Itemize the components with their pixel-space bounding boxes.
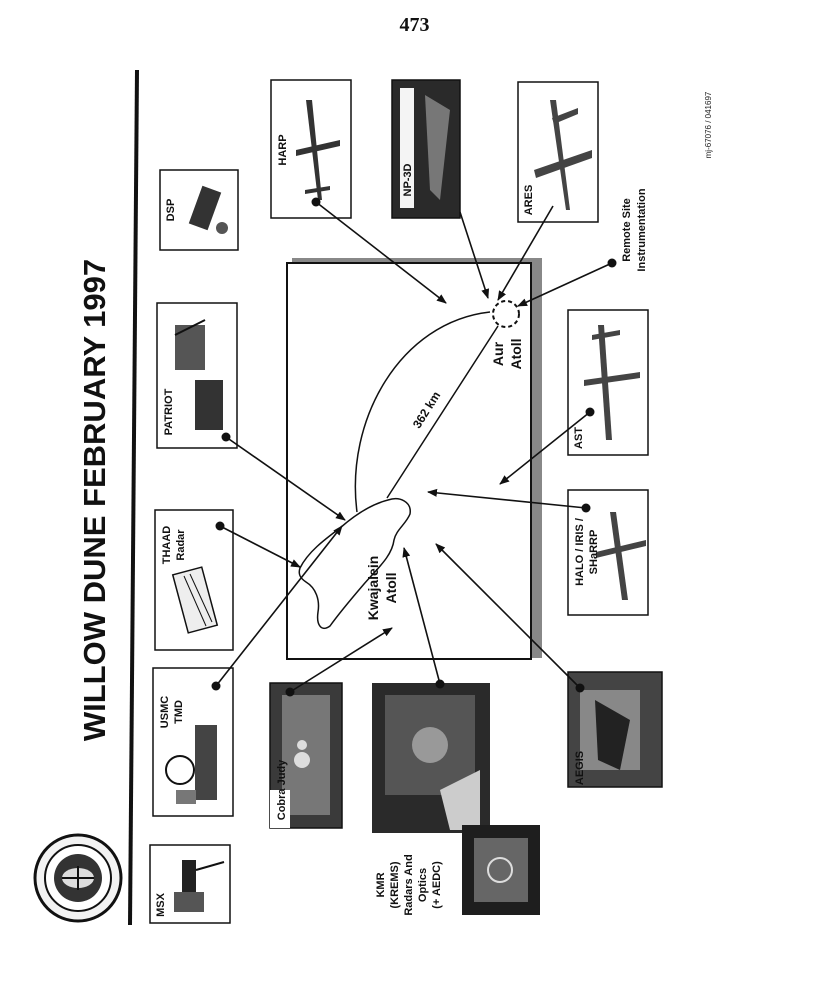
kmr-label-3: Radars And [403, 854, 415, 915]
aur-atoll-marker [492, 300, 520, 328]
arrow-np3d [459, 211, 490, 299]
aircraft-icon [596, 512, 646, 600]
bmdo-seal [33, 833, 123, 923]
arrow-origin-dots [211, 197, 617, 697]
harp-label: HARP [277, 134, 289, 165]
thaad-label: THAAD [161, 526, 173, 565]
arrow-aegis [435, 543, 581, 689]
satellite-icon [174, 860, 225, 912]
arrow-remote-site [517, 262, 613, 307]
arrow-ares [497, 205, 554, 301]
range-line [386, 325, 499, 499]
aegis-box: AEGIS [567, 671, 663, 788]
title-rule [128, 69, 139, 926]
document-code: mj-67076 / 041697 [704, 91, 713, 158]
arrows [215, 201, 613, 693]
kwajalein-label-line2: Atoll [383, 572, 399, 603]
kwajalein-atoll-shape [298, 498, 411, 630]
np3d-label: NP-3D [402, 163, 414, 196]
kmr-photo [372, 683, 490, 833]
arrow-ast [499, 411, 591, 485]
ast-label: AST [573, 427, 585, 449]
harp-box: HARP [270, 79, 352, 219]
dsp-box: DSP [159, 169, 239, 251]
arrow-usmc [215, 525, 343, 687]
usmc-label: USMC [159, 696, 171, 728]
map-box [286, 258, 542, 660]
aur-label-line2: Atoll [508, 338, 524, 369]
usmc-tmd-label: TMD [173, 700, 185, 724]
ground-equipment-icon [165, 725, 217, 804]
aircraft-icon [584, 325, 640, 440]
arrow-patriot [225, 436, 346, 521]
arrow-kmr [402, 547, 441, 685]
ast-box: AST [567, 309, 649, 456]
kmr-label-5: (+ AEDC) [431, 861, 443, 909]
trajectory-arc [354, 311, 491, 513]
aedc-photo [462, 825, 540, 915]
kwajalein-label-line1: Kwajalein [365, 556, 381, 621]
kmr-label-1: KMR [375, 872, 387, 897]
thaad-radar-box: THAAD Radar [154, 509, 234, 651]
msx-box: MSX [149, 844, 231, 924]
arrow-thaad [219, 525, 301, 568]
satellite-icon [188, 185, 228, 234]
missile-launcher-icon [174, 319, 223, 430]
remote-site-label-line1: Remote Site [621, 198, 633, 262]
msx-label: MSX [155, 892, 167, 917]
kmr-label-4: Optics [417, 868, 429, 902]
arrow-cobra [289, 627, 393, 693]
arrow-harp [315, 201, 447, 304]
aur-label-line1: Aur [490, 341, 506, 366]
page-number: 473 [399, 14, 430, 36]
ares-box: ARES [517, 81, 599, 223]
remote-site-label-line2: Instrumentation [636, 188, 648, 271]
kmr-label-2: (KREMS) [389, 861, 401, 908]
patriot-label: PATRIOT [163, 388, 175, 435]
halo-label: HALO / IRIS / [574, 518, 586, 586]
ares-label: ARES [523, 185, 535, 216]
aircraft-icon [534, 100, 592, 210]
usmc-tmd-box: USMC TMD [152, 667, 234, 817]
patriot-box: PATRIOT [156, 302, 238, 449]
thaad-radar-label: Radar [175, 529, 187, 561]
cobra-judy-box: Cobra Judy [269, 682, 343, 829]
arrow-halo [427, 488, 587, 509]
cobra-judy-label: Cobra Judy [276, 759, 288, 820]
dsp-label: DSP [165, 199, 177, 222]
aegis-label: AEGIS [574, 751, 586, 785]
np3d-box: NP-3D [391, 79, 461, 219]
slide-title: WILLOW DUNE FEBRUARY 1997 [77, 259, 112, 741]
sharrp-label: SHaRRP [588, 530, 600, 575]
radar-trailer-icon [171, 566, 219, 634]
aircraft-icon [296, 100, 340, 200]
halo-iris-sharrp-box: HALO / IRIS / SHaRRP [567, 489, 649, 616]
